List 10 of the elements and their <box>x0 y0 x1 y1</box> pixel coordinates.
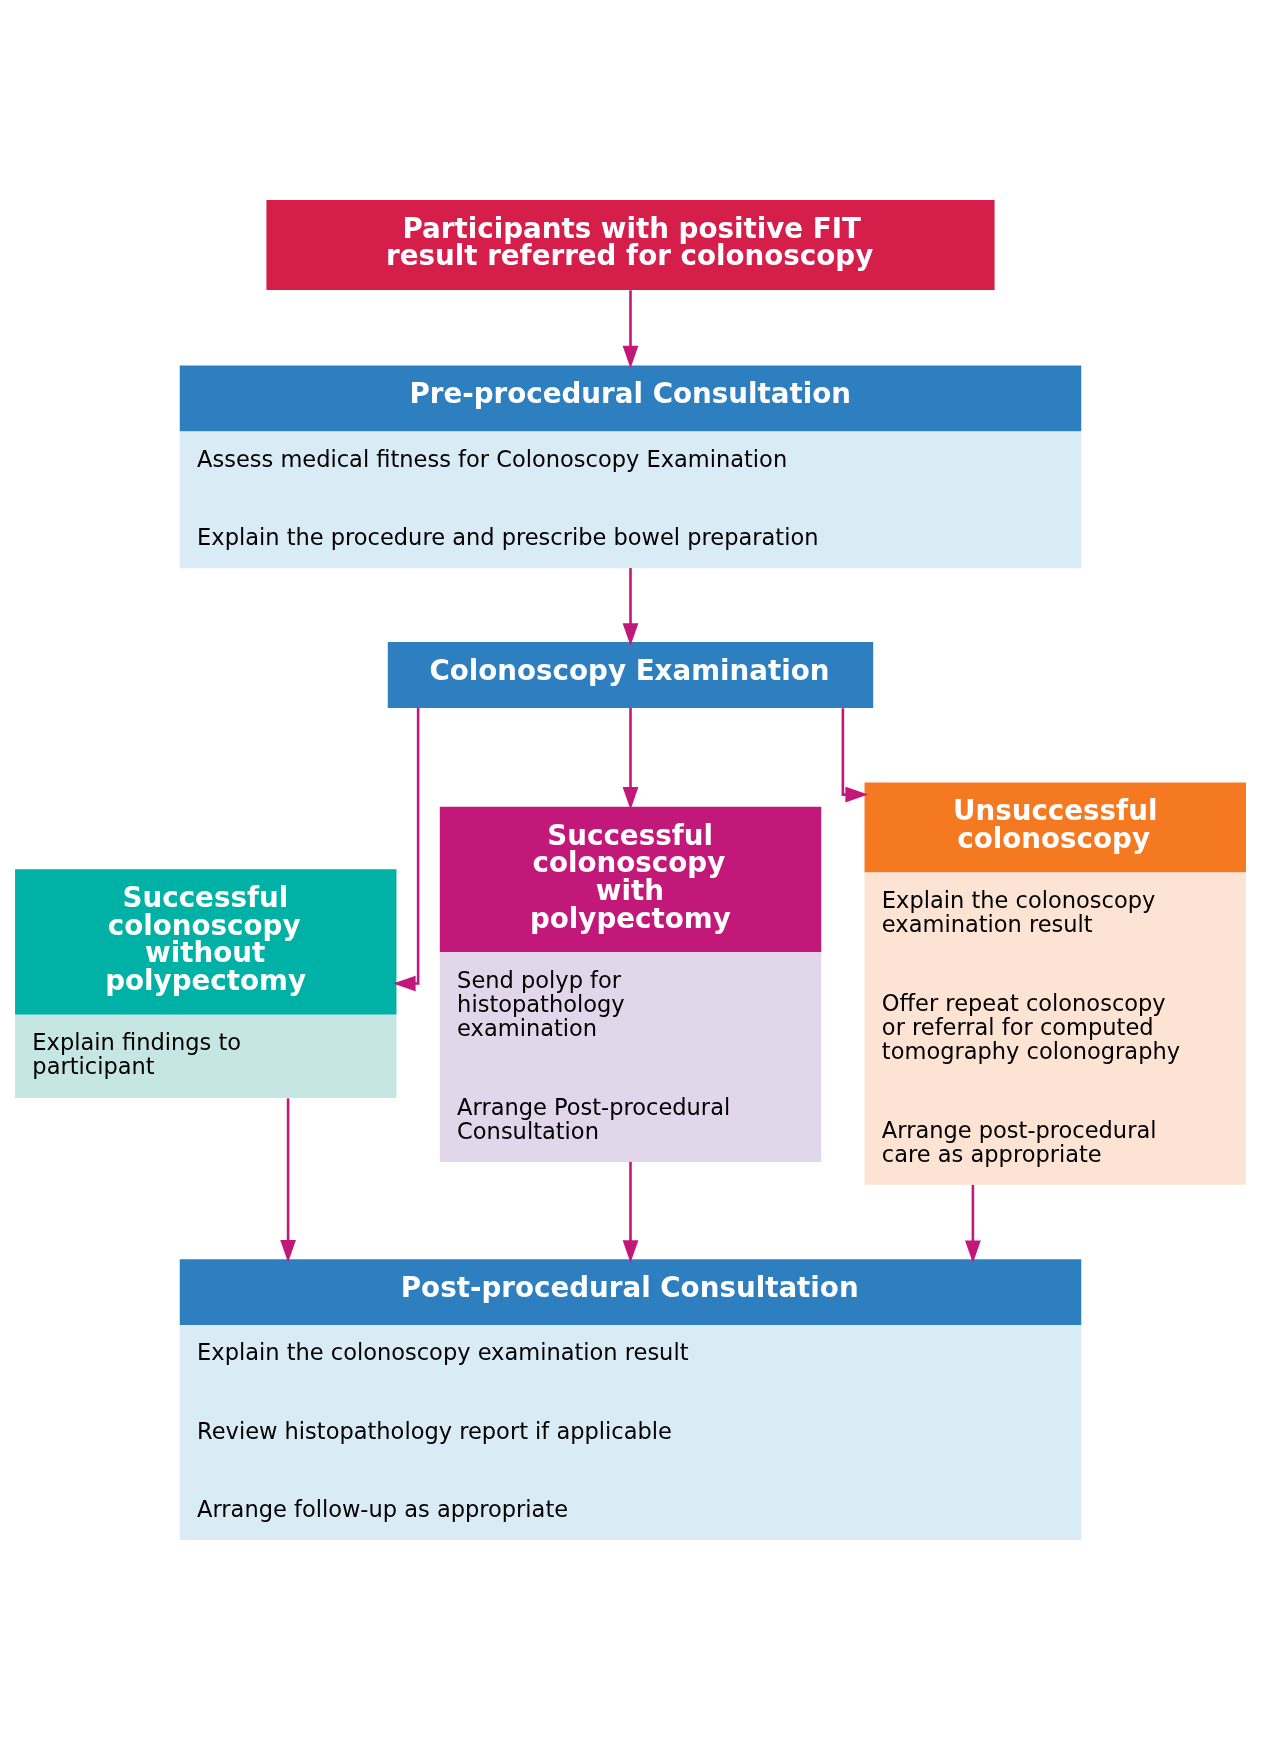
arrow <box>622 567 639 646</box>
arrow <box>622 289 639 368</box>
node-box: Colonoscopy Examination <box>387 641 874 708</box>
arrow <box>965 1184 981 1263</box>
node-box: Participants with positive FIT result referred for colonoscopy <box>266 199 995 290</box>
arrow <box>280 1097 296 1262</box>
arrow <box>622 1161 639 1263</box>
arrow <box>841 707 868 802</box>
arrow <box>622 707 639 810</box>
arrow <box>393 707 420 991</box>
